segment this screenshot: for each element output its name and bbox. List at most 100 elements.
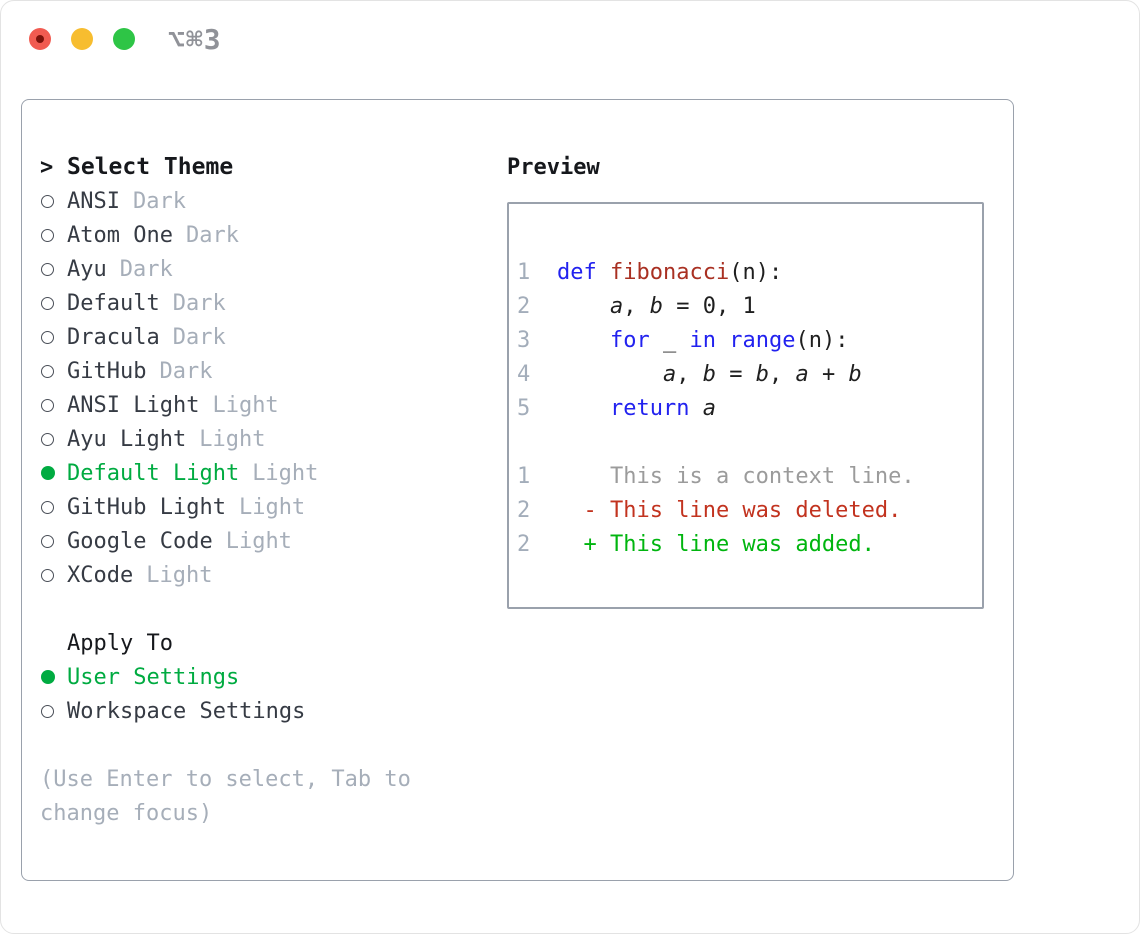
code-token: =: [715, 361, 756, 387]
option-tag: Light: [252, 460, 319, 486]
preview-title: Preview: [507, 154, 600, 180]
diff-text: - This line was deleted.: [557, 497, 902, 523]
code-token: +: [808, 361, 849, 387]
code-token: for: [609, 327, 650, 353]
theme-option[interactable]: XCode Light: [40, 558, 411, 592]
line-number: 4: [517, 361, 531, 387]
line-number: 3: [517, 327, 531, 353]
marker-gutter: [40, 296, 67, 310]
option-label: GitHub Light: [67, 494, 226, 520]
option-tag: Light: [225, 528, 292, 554]
radio-unselected-icon: [41, 228, 54, 242]
theme-option[interactable]: Google Code Light: [40, 524, 411, 558]
option-tag: Light: [199, 426, 266, 452]
theme-option[interactable]: GitHub Dark: [40, 354, 411, 388]
marker-gutter: [40, 330, 67, 344]
theme-option[interactable]: Ayu Light Light: [40, 422, 411, 456]
code-token: a: [795, 361, 809, 387]
radio-selected-icon: [41, 670, 55, 684]
code-token: b: [649, 293, 663, 319]
option-label: ANSI Light: [67, 392, 200, 418]
apply-option[interactable]: User Settings: [40, 660, 411, 694]
theme-option[interactable]: ANSI Light Light: [40, 388, 411, 422]
option-tag: Dark: [132, 188, 186, 214]
diff-line: 2 + This line was added.: [517, 527, 982, 561]
radio-unselected-icon: [41, 398, 54, 412]
select-theme-heading-row: > Select Theme: [40, 150, 411, 184]
option-tag: Dark: [185, 222, 239, 248]
option-label: Dracula: [67, 324, 160, 350]
marker-gutter: [40, 466, 67, 480]
option-label: XCode: [67, 562, 134, 588]
line-number: 2: [517, 497, 531, 523]
record-dot-icon: [36, 35, 44, 43]
theme-option[interactable]: Atom One Dark: [40, 218, 411, 252]
code-token: b: [848, 361, 862, 387]
apply-to-heading-row: Apply To: [40, 626, 411, 660]
code-token: (n):: [729, 259, 783, 285]
code-token: ,: [768, 361, 796, 387]
theme-option[interactable]: Dracula Dark: [40, 320, 411, 354]
option-label: Atom One: [67, 222, 173, 248]
option-tag: Light: [212, 392, 279, 418]
minimize-button[interactable]: [71, 28, 93, 50]
code-token: a: [702, 395, 716, 421]
marker-gutter: [40, 534, 67, 548]
theme-option[interactable]: Default Light Light: [40, 456, 411, 490]
code-token: a: [662, 361, 677, 387]
marker-gutter: [40, 704, 67, 718]
option-label: User Settings: [67, 664, 240, 690]
maximize-button[interactable]: [113, 28, 135, 50]
code-line: 3 for _ in range(n):: [517, 323, 982, 357]
blank-line: [517, 425, 982, 459]
marker-gutter: [40, 432, 67, 446]
code-token: = 0, 1: [662, 293, 756, 319]
close-button[interactable]: [29, 28, 51, 50]
option-tag: Dark: [172, 324, 226, 350]
option-tag: Dark: [159, 358, 213, 384]
code-token: _: [649, 327, 690, 353]
spacer: [40, 728, 411, 762]
marker-gutter: [40, 670, 67, 684]
line-number: 5: [517, 395, 531, 421]
option-label: Ayu: [67, 256, 107, 282]
code-token: return: [609, 395, 690, 421]
option-label: Workspace Settings: [67, 698, 306, 724]
option-label: GitHub: [67, 358, 147, 384]
hint-text: (Use Enter to select, Tab to change focu…: [40, 762, 411, 830]
code-token: def: [557, 259, 610, 285]
option-label: Ayu Light: [67, 426, 187, 452]
code-token: [689, 396, 702, 421]
hint-line-2: change focus): [40, 800, 213, 826]
code-token: [557, 362, 663, 387]
code-token: ,: [623, 293, 650, 319]
code-token: [557, 294, 610, 319]
marker-gutter: [40, 500, 67, 514]
apply-to-title: Apply To: [67, 630, 173, 656]
option-label: Google Code: [67, 528, 213, 554]
option-label: Default Light: [67, 460, 240, 486]
marker-gutter: [40, 568, 67, 582]
option-tag: Light: [146, 562, 213, 588]
radio-unselected-icon: [41, 296, 54, 310]
marker-gutter: [40, 262, 67, 276]
marker-gutter: [40, 364, 67, 378]
option-label: Default: [67, 290, 160, 316]
diff-text: + This line was added.: [557, 531, 875, 557]
code-token: fibonacci: [609, 259, 730, 285]
radio-unselected-icon: [41, 364, 54, 378]
code-token: [557, 396, 610, 421]
hint-line-1: (Use Enter to select, Tab to: [40, 766, 411, 792]
traffic-lights: [29, 28, 135, 50]
apply-option[interactable]: Workspace Settings: [40, 694, 411, 728]
